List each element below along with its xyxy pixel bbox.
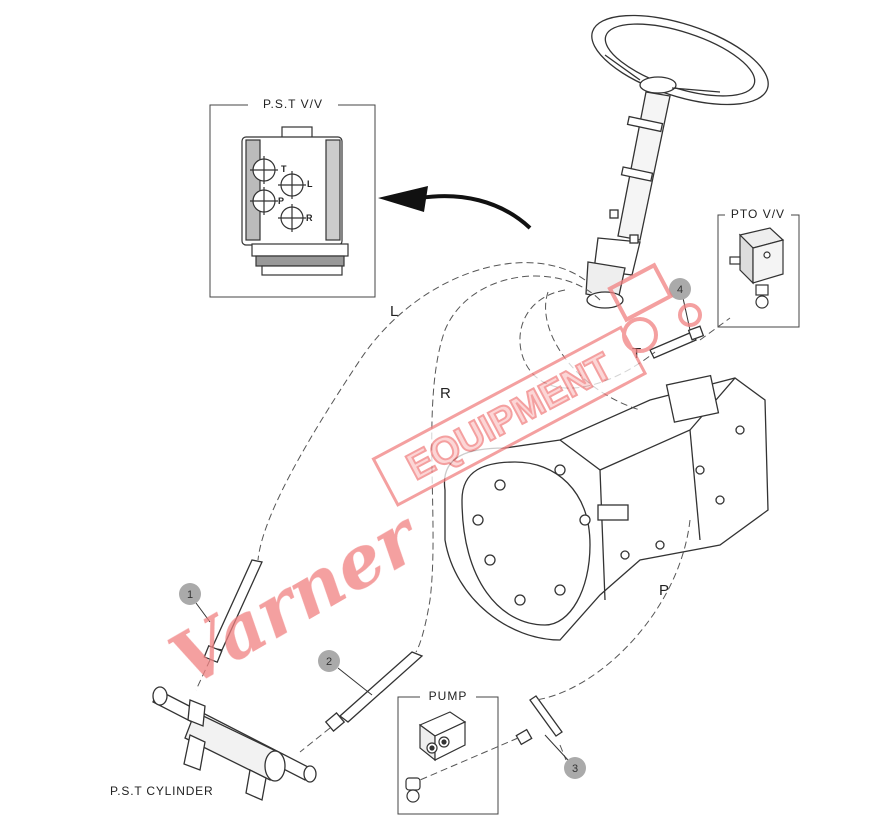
pump-drawing [405, 711, 467, 803]
callout-1: 1 [179, 583, 211, 623]
port-label-p: P [278, 196, 284, 206]
port-label-r: R [306, 213, 313, 223]
pst-cylinder-label: P.S.T CYLINDER [110, 784, 213, 798]
svg-text:1: 1 [187, 589, 193, 601]
line-label-l: L [390, 303, 398, 320]
arrow-head [378, 186, 428, 212]
pto-valve-title: PTO V/V [731, 207, 785, 221]
line-label-t: T [632, 345, 641, 362]
transmission-housing [443, 374, 769, 641]
callout-2: 2 [318, 650, 373, 696]
hose-parts [203, 325, 705, 746]
pto-valve-inset: PTO V/V [717, 207, 800, 328]
pump-inset: PUMP [397, 689, 499, 815]
pst-valve-inset: P.S.T V/V T L P R [209, 97, 376, 298]
svg-text:2: 2 [326, 656, 332, 668]
pump-title: PUMP [429, 689, 468, 703]
pst-valve-title: P.S.T V/V [263, 97, 323, 111]
line-label-p: P [659, 582, 669, 599]
pst-valve-drawing [241, 126, 349, 276]
svg-text:3: 3 [572, 763, 578, 775]
callout-3: 3 [544, 734, 586, 779]
tractor-icon [607, 262, 702, 353]
curved-arrow [419, 194, 532, 230]
pst-cylinder-drawing [152, 686, 317, 801]
port-label-t: T [281, 164, 287, 174]
svg-text:4: 4 [677, 284, 683, 296]
pto-valve-drawing [729, 227, 785, 309]
line-label-r: R [440, 385, 451, 402]
port-label-l: L [307, 179, 313, 189]
